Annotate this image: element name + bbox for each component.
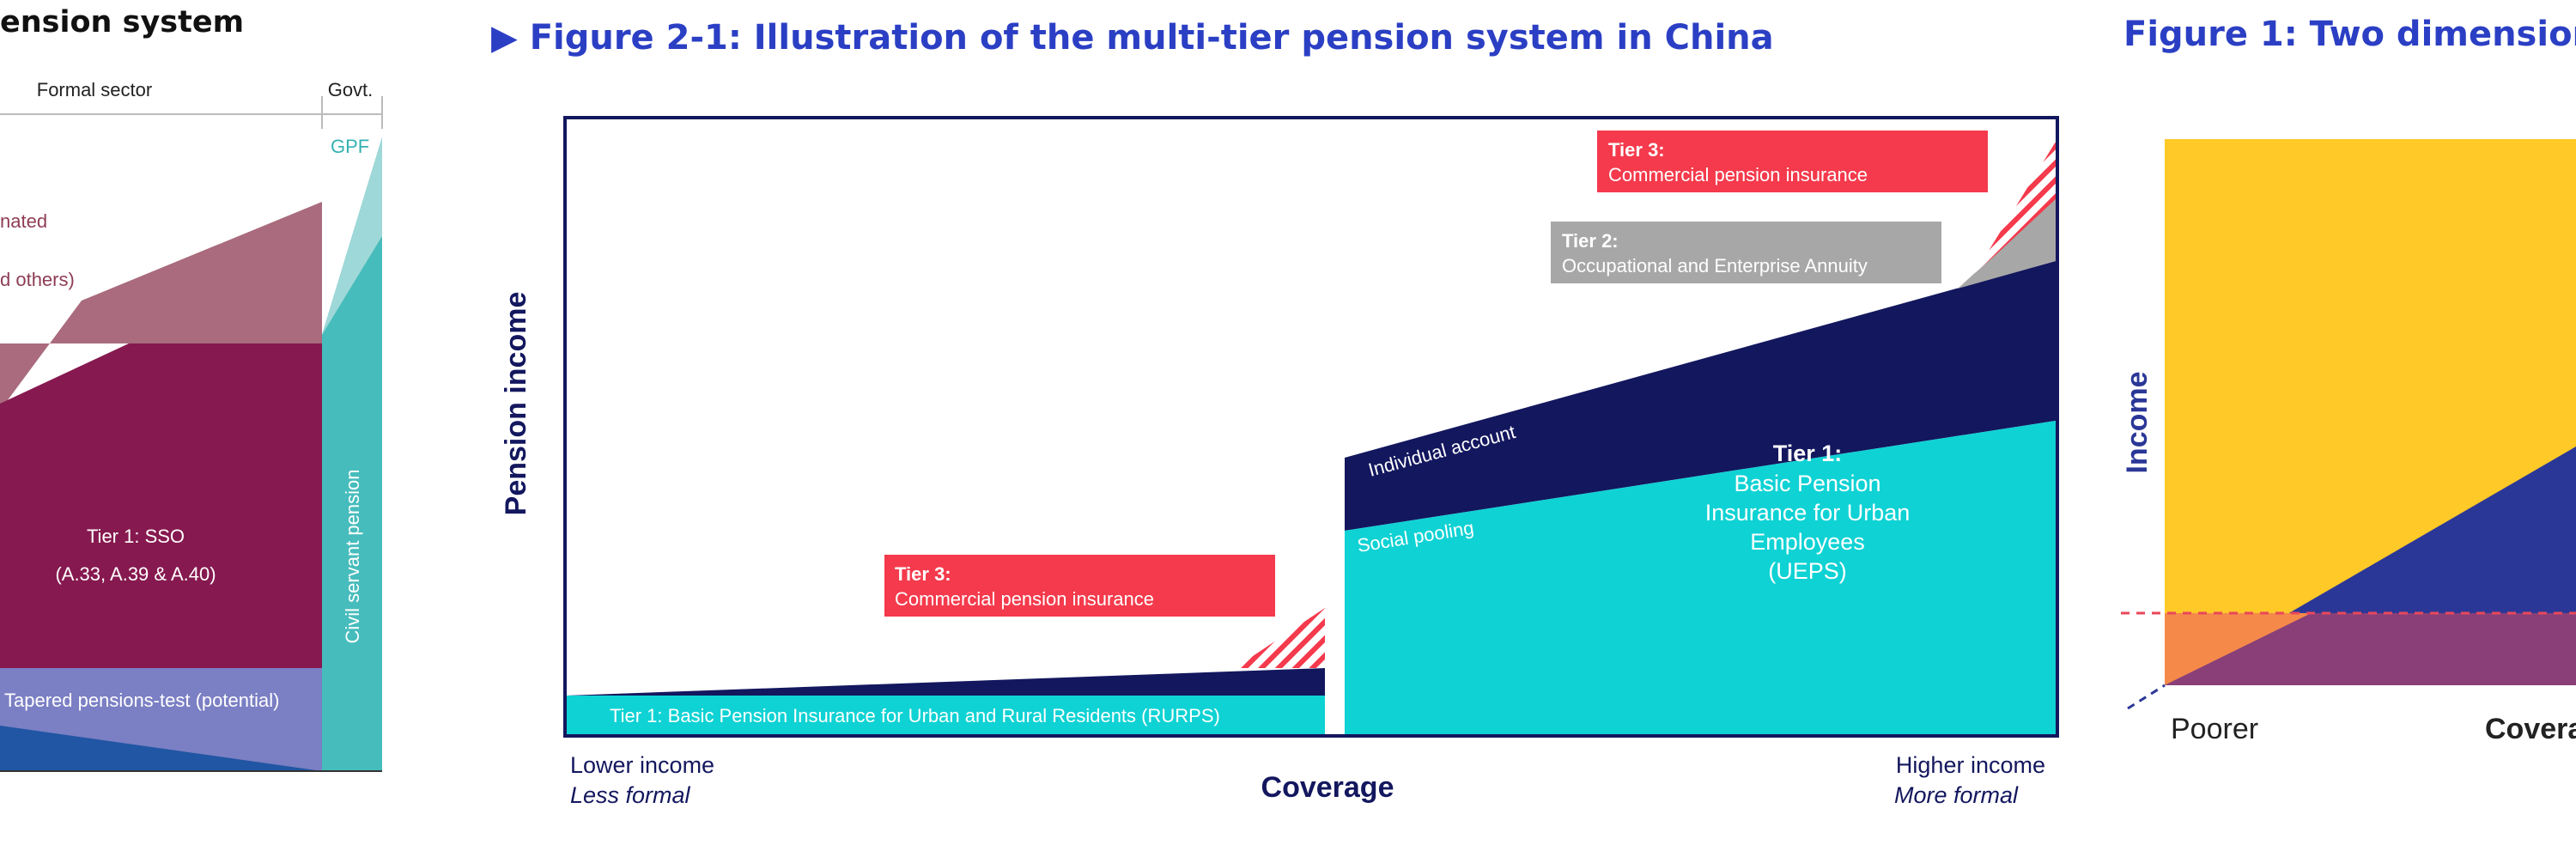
figure-title: ▶ Figure 2-1: Illustration of the multi-…	[491, 18, 1774, 58]
right-figure-title: Figure 1: Two dimension	[2123, 15, 2576, 54]
tier2-title: Tier 2:	[1562, 230, 1619, 252]
x-right-formality: More formal	[1894, 782, 2019, 808]
rurps-label: Tier 1: Basic Pension Insurance for Urba…	[610, 705, 1220, 726]
right-figure: Figure 1: Two dimension Income Poorer Co…	[2121, 0, 2576, 859]
china-pension-canvas: ▶ Figure 2-1: Illustration of the multi-…	[491, 18, 2059, 808]
label-gpf: GPF	[331, 136, 369, 157]
tier3-left-text: Commercial pension insurance	[895, 588, 1154, 610]
ueps-title: Tier 1:	[1773, 441, 1843, 466]
header-formal-sector: Formal sector	[37, 79, 152, 100]
right-figure-canvas: Figure 1: Two dimension Income Poorer Co…	[2121, 15, 2576, 745]
label-others: d others)	[0, 269, 75, 290]
area-gpf	[322, 137, 382, 335]
header-govt: Govt.	[328, 79, 374, 100]
tier3-left-box	[884, 555, 1275, 617]
left-figure-title: ension system	[0, 5, 244, 40]
left-figure: ension system Formal sector Govt. GPF na…	[0, 0, 404, 859]
tier3-right-hatch	[1975, 142, 2056, 273]
label-tapered: Tapered pensions-test (potential)	[4, 690, 279, 711]
y-axis-label: Pension income	[500, 292, 532, 516]
label-civil-servant: Civil servant pension	[342, 470, 363, 644]
right-x-coverage: Covera	[2485, 713, 2576, 745]
left-figure-canvas: ension system Formal sector Govt. GPF na…	[0, 5, 383, 772]
area-tier1-sso	[0, 343, 322, 668]
tier3-right-box	[1597, 131, 1988, 192]
ueps-line-5: (UEPS)	[1768, 558, 1847, 584]
x-right-income: Higher income	[1896, 752, 2045, 778]
right-x-poorer: Poorer	[2171, 713, 2258, 745]
social-pooling-area	[1345, 421, 2056, 734]
x-axis-label: Coverage	[1261, 771, 1394, 804]
label-tier1-articles: (A.33, A.39 & A.40)	[55, 563, 216, 585]
label-tier1-sso: Tier 1: SSO	[87, 526, 185, 547]
x-left-income: Lower income	[570, 752, 714, 778]
china-pension-figure: ▶ Figure 2-1: Illustration of the multi-…	[481, 0, 2104, 859]
right-y-axis-label: Income	[2121, 371, 2154, 473]
x-left-formality: Less formal	[570, 782, 691, 808]
area-blue-wedge	[0, 726, 322, 771]
extension-dashed-line	[2127, 684, 2166, 710]
ueps-line-3: Insurance for Urban	[1705, 500, 1911, 526]
area-purple	[2165, 613, 2576, 685]
tier2-text: Occupational and Enterprise Annuity	[1562, 255, 1868, 277]
tier3-left-title: Tier 3:	[895, 563, 951, 585]
label-nated: nated	[0, 210, 47, 232]
ueps-line-4: Employees	[1750, 529, 1865, 555]
tier3-left-hatch	[1235, 608, 1325, 668]
tier3-right-title: Tier 3:	[1608, 139, 1665, 161]
rurps-navy-wedge	[567, 668, 1325, 696]
tier2-box	[1551, 222, 1941, 283]
individual-account-area	[1345, 261, 2056, 531]
rurps-band	[567, 696, 1325, 734]
ueps-line-2: Basic Pension	[1734, 471, 1880, 496]
area-rose	[0, 202, 322, 410]
tier3-right-text: Commercial pension insurance	[1608, 164, 1868, 185]
